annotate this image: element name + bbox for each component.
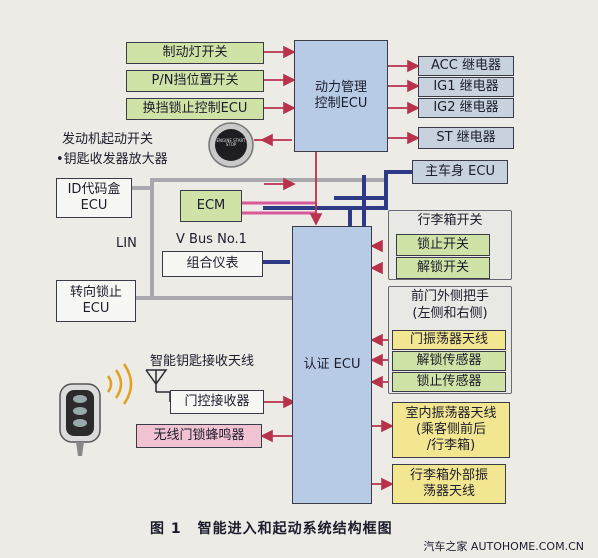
combination-meter: 组合仪表 [162, 251, 263, 277]
trunk-unlock-switch: 解锁开关 [396, 257, 490, 279]
st-relay: ST 继电器 [418, 127, 514, 149]
acc-relay: ACC 继电器 [418, 56, 514, 76]
trunk-lock-switch: 锁止开关 [396, 234, 490, 256]
smart-key-antenna-label: 智能钥匙接收天线 [150, 354, 255, 369]
engine-start-button-text: ENGINE START STOP [216, 138, 246, 147]
authentication-ecu: 认证 ECU [292, 226, 372, 504]
shift-lock-ecu: 换挡锁止控制ECU [126, 98, 264, 120]
watermark: 汽车之家 AUTOHOME.COM.CN [423, 540, 584, 553]
smart-key-icon [59, 383, 101, 456]
lock-sensor: 锁止传感器 [392, 372, 506, 392]
antenna-icon [145, 369, 171, 402]
engine-start-button-icon [208, 122, 254, 168]
front-door-handle-title: 前门外侧把手 (左侧和右侧) [410, 289, 489, 321]
vbus-label: V Bus No.1 [176, 232, 247, 247]
id-code-box-ecu: ID代码盒 ECU [56, 178, 132, 218]
pn-position-switch: P/N挡位置开关 [126, 70, 264, 92]
wireless-door-lock-buzzer: 无线门锁蜂鸣器 [136, 424, 262, 448]
ig1-relay: IG1 继电器 [418, 77, 514, 97]
pink-bus-lines [242, 201, 316, 215]
figure-caption: 图 1 智能进入和起动系统结构框图 [150, 518, 393, 538]
figure-title: 智能进入和起动系统结构框图 [197, 521, 393, 537]
steering-lock-ecu: 转向锁止 ECU [56, 280, 136, 322]
key-transponder-amp-label: •钥匙收发器放大器 [56, 152, 168, 167]
interior-oscillator-antenna: 室内振荡器天线 (乘客侧前后 /行李箱) [392, 402, 510, 458]
engine-start-switch-label: 发动机起动开关 [62, 132, 154, 147]
trunk-switch-title: 行李箱开关 [417, 213, 483, 228]
ecm: ECM [180, 190, 242, 222]
lin-lines [132, 178, 386, 300]
trunk-exterior-oscillator-antenna: 行李箱外部振 荡器天线 [392, 464, 506, 504]
door-control-receiver: 门控接收器 [170, 390, 264, 414]
door-oscillator-antenna: 门振荡器天线 [392, 330, 506, 350]
unlock-sensor: 解锁传感器 [392, 351, 506, 371]
lin-label: LIN [116, 236, 137, 251]
wireless-waves-icon [106, 363, 133, 405]
main-body-ecu: 主车身 ECU [412, 160, 508, 184]
figure-number: 图 1 [150, 521, 182, 537]
power-management-ecu: 动力管理 控制ECU [294, 40, 388, 152]
brake-light-switch: 制动灯开关 [126, 42, 264, 64]
blue-bus-lines [263, 170, 412, 264]
signal-arrows [260, 45, 420, 491]
ig2-relay: IG2 继电器 [418, 98, 514, 118]
